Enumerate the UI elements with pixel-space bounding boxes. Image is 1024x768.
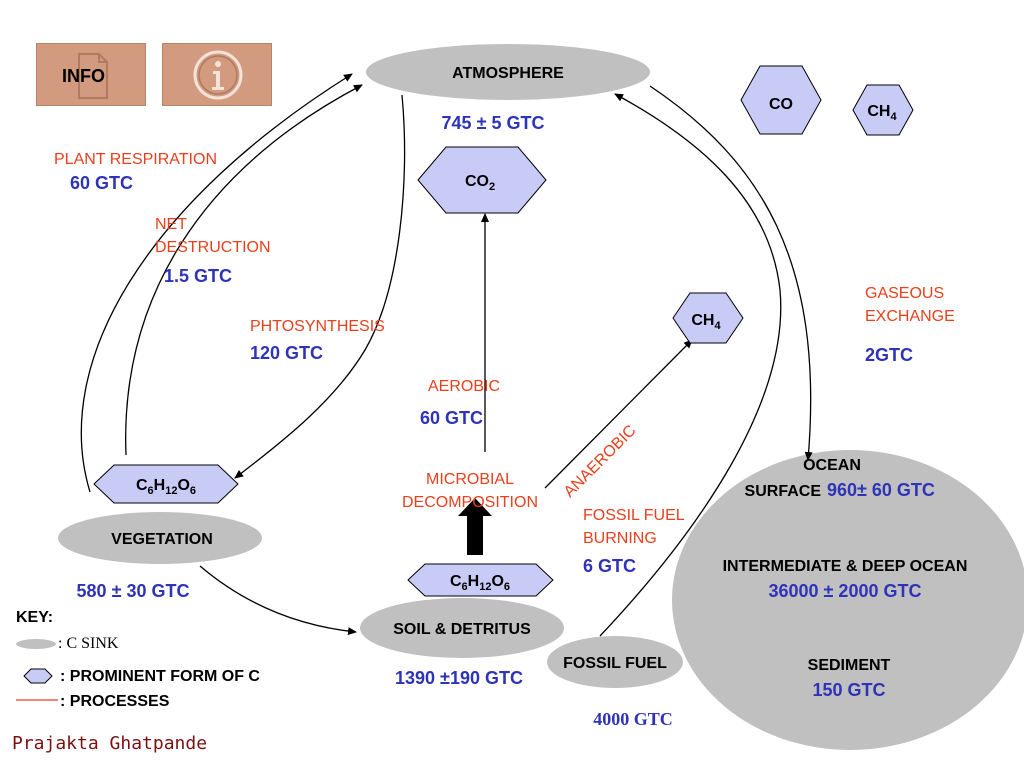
gaseous-exchange-label-1: GASEOUS xyxy=(865,285,944,302)
ocean-surface-value: 960± 60 GTC xyxy=(827,480,935,500)
gaseous-exchange-arrow xyxy=(649,85,813,461)
ocean-label: OCEAN xyxy=(803,457,861,474)
gaseous-exchange-value: 2GTC xyxy=(865,345,913,365)
ch4-formula-top: CH4 xyxy=(867,103,897,123)
gaseous-exchange-label-2: EXCHANGE xyxy=(865,308,955,325)
soil-label: SOIL & DETRITUS xyxy=(393,621,531,638)
net-destruction-label-2: DESTRUCTION xyxy=(155,239,271,256)
fossil-burning-value: 6 GTC xyxy=(583,556,636,576)
atmosphere-sink xyxy=(366,44,650,100)
glucose-hexagon-soil xyxy=(407,563,554,597)
info-button-label: INFO xyxy=(62,66,105,86)
anaerobic-arrow xyxy=(544,339,693,489)
anaerobic-label: ANAEROBIC xyxy=(561,422,640,501)
photosynthesis-value: 120 GTC xyxy=(250,343,323,363)
aerobic-value: 60 GTC xyxy=(420,408,483,428)
net-destruction-arrow xyxy=(125,84,363,456)
photosynthesis-label: PHTOSYNTHESIS xyxy=(250,318,385,335)
vegetation-sink xyxy=(58,512,262,564)
sediment-label: SEDIMENT xyxy=(808,657,891,674)
photosynthesis-arrow xyxy=(234,94,406,479)
plant-respiration-label: PLANT RESPIRATION xyxy=(54,151,217,168)
key-sink-text: : C SINK xyxy=(58,635,119,652)
co2-hexagon xyxy=(417,146,547,214)
ch4-hexagon-mid xyxy=(672,292,744,344)
co2-formula: CO2 xyxy=(465,173,495,193)
plant-respiration-value: 60 GTC xyxy=(70,173,133,193)
vegetation-label: VEGETATION xyxy=(111,531,213,548)
key-title: KEY: xyxy=(16,609,53,626)
document-icon xyxy=(78,53,108,99)
sediment-value: 150 GTC xyxy=(812,680,885,700)
glucose-hexagon-vegetation xyxy=(93,464,239,504)
key-form-text: : PROMINENT FORM OF C xyxy=(60,668,260,685)
fossil-burning-label-1: FOSSIL FUEL xyxy=(583,507,685,524)
microbial-label-1: MICROBIAL xyxy=(426,471,514,488)
about-button[interactable] xyxy=(162,43,272,106)
info-button[interactable]: INFO xyxy=(36,43,146,106)
vegetation-to-soil-arrow xyxy=(199,565,357,636)
plant-respiration-arrow xyxy=(80,73,353,493)
co-formula: CO xyxy=(769,96,793,113)
ocean-surface-label: SURFACE xyxy=(745,483,822,500)
fossil-burning-label-2: BURNING xyxy=(583,530,657,547)
fossil-fuel-value: 4000 GTC xyxy=(593,709,673,729)
microbial-label-2: DECOMPOSITION xyxy=(402,494,538,511)
soil-sink xyxy=(360,598,564,658)
glucose-formula-soil: C6H12O6 xyxy=(450,573,510,593)
decomposition-thick-arrow xyxy=(458,498,492,555)
author-name: Prajakta Ghatpande xyxy=(12,733,208,754)
atmosphere-label: ATMOSPHERE xyxy=(452,65,564,82)
atmosphere-value: 745 ± 5 GTC xyxy=(442,113,545,133)
ocean-sink xyxy=(672,450,1024,750)
net-destruction-label-1: NET xyxy=(155,216,187,233)
ch4-formula-mid: CH4 xyxy=(691,312,721,332)
co-hexagon xyxy=(740,65,822,135)
ocean-deep-value: 36000 ± 2000 GTC xyxy=(769,581,922,601)
info-icon xyxy=(193,50,243,100)
soil-value: 1390 ±190 GTC xyxy=(395,668,523,688)
fossil-burning-arrow xyxy=(599,93,782,637)
key-form-swatch xyxy=(23,668,53,684)
glucose-formula-vegetation: C6H12O6 xyxy=(136,477,196,497)
net-destruction-value: 1.5 GTC xyxy=(164,266,232,286)
key-sink-swatch xyxy=(16,639,56,649)
ocean-deep-label: INTERMEDIATE & DEEP OCEAN xyxy=(723,558,968,575)
fossil-fuel-sink xyxy=(547,636,683,688)
fossil-fuel-label: FOSSIL FUEL xyxy=(563,655,667,672)
ch4-hexagon-top xyxy=(852,84,914,136)
vegetation-value: 580 ± 30 GTC xyxy=(77,581,190,601)
key-process-text: : PROCESSES xyxy=(60,693,170,710)
aerobic-label: AEROBIC xyxy=(428,378,500,395)
